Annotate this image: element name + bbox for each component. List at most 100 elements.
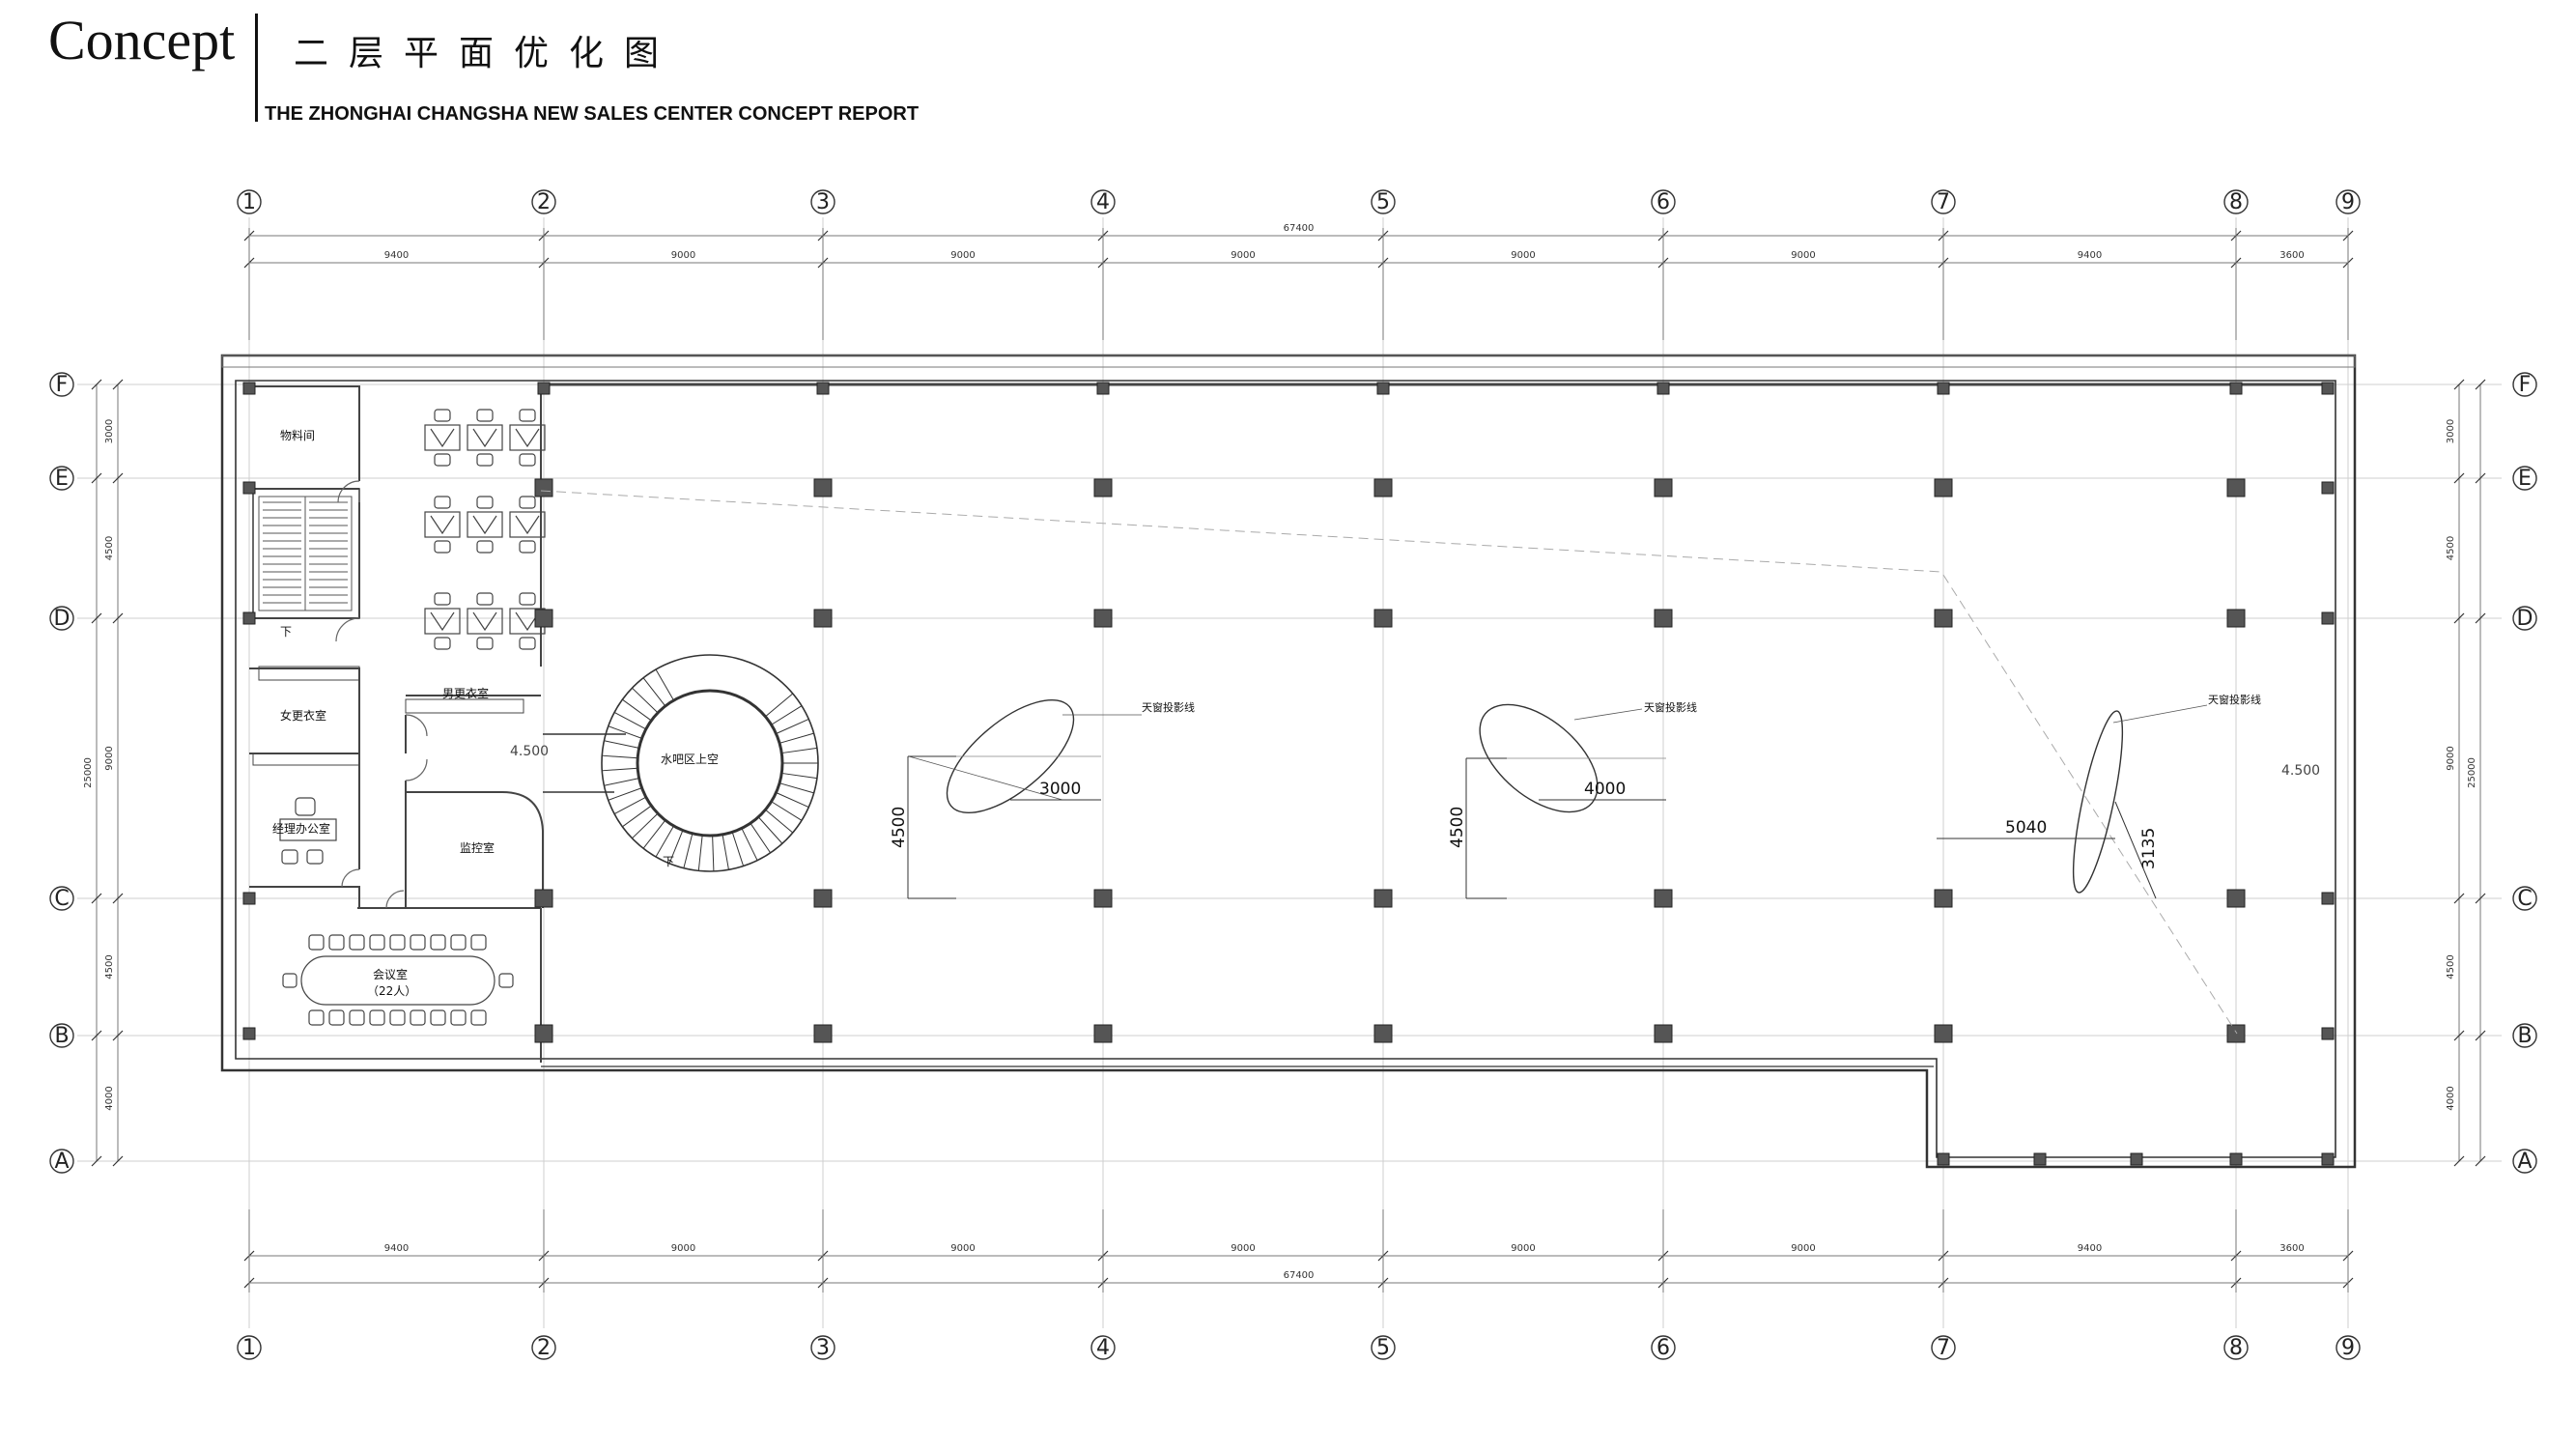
column-axis-bubble <box>2335 189 2361 214</box>
column-axis-bubble <box>1931 1335 1956 1360</box>
row-axis-label: A <box>54 1150 69 1174</box>
total-depth-dim: 25000 <box>2467 757 2477 788</box>
column-axis-bubble <box>1651 189 1676 214</box>
column-axis-label: 8 <box>2229 190 2243 214</box>
column-axis-label: 3 <box>816 190 830 214</box>
page-title: 二层平面优化图 <box>294 34 680 73</box>
column <box>242 611 256 625</box>
row-span-dim: 9000 <box>104 746 115 770</box>
manager-desk <box>279 797 337 865</box>
column <box>242 1027 256 1040</box>
column <box>2229 1152 2243 1166</box>
column <box>2130 1152 2143 1166</box>
column <box>1934 609 1953 628</box>
row-axis-label: D <box>2517 607 2534 631</box>
column <box>813 889 833 908</box>
row-span-dim: 4500 <box>2446 536 2456 560</box>
column <box>1093 1024 1113 1043</box>
column-axis-bubble <box>810 189 835 214</box>
column <box>1093 889 1113 908</box>
building-outline <box>220 354 2357 1169</box>
room-label-female-locker: 女更衣室 <box>280 708 326 723</box>
column-axis-label: 2 <box>537 190 551 214</box>
column-axis-label: 1 <box>242 190 256 214</box>
room-label-bar-void: 水吧区上空 <box>661 753 719 766</box>
column-span-dim: 9000 <box>671 1243 695 1254</box>
column <box>2226 1024 2246 1043</box>
column-axis-label: 5 <box>1376 1336 1390 1360</box>
room-label-material: 物料间 <box>280 429 315 442</box>
column <box>1654 889 1673 908</box>
column-axis-bubble <box>237 189 262 214</box>
row-axis-bubble <box>49 886 74 911</box>
column-span-dim: 9000 <box>1231 250 1255 261</box>
office-workstations <box>424 409 546 650</box>
row-axis-bubble <box>2512 606 2537 631</box>
room-label-meeting: 会议室 <box>373 967 408 981</box>
skylight-2-width: 4000 <box>1584 780 1626 799</box>
row-axis-bubble <box>2512 372 2537 397</box>
column-axis-bubble <box>1090 1335 1116 1360</box>
skylight-2-height: 4500 <box>1448 807 1467 848</box>
row-axis-label: E <box>55 467 69 491</box>
column <box>2033 1152 2047 1166</box>
column <box>1373 1024 1393 1043</box>
column <box>534 889 553 908</box>
column-axis-label: 7 <box>1937 190 1950 214</box>
column <box>242 382 256 395</box>
service-zone-walls <box>249 385 544 1063</box>
column <box>1096 382 1110 395</box>
column <box>2226 478 2246 497</box>
row-axis-bubble <box>49 1149 74 1174</box>
column <box>2321 481 2335 495</box>
row-axis-bubble <box>49 1023 74 1048</box>
row-axis-label: B <box>54 1024 69 1048</box>
column <box>2321 1152 2335 1166</box>
column-axis-bubble <box>1371 189 1396 214</box>
row-span-dim: 9000 <box>2446 746 2456 770</box>
stair-treads <box>258 496 353 611</box>
row-axis-label: E <box>2518 467 2532 491</box>
column <box>1373 889 1393 908</box>
column <box>1376 382 1390 395</box>
column-axis-label: 2 <box>537 1336 551 1360</box>
skylight-2-label: 天窗投影线 <box>1644 700 1697 714</box>
meeting-table <box>282 934 514 1026</box>
column-axis-label: 8 <box>2229 1336 2243 1360</box>
column-axis-label: 9 <box>2341 1336 2355 1360</box>
column-span-dim: 3600 <box>2279 1243 2304 1254</box>
skylight-3-height: 3135 <box>2139 828 2159 869</box>
column-axis-label: 4 <box>1096 190 1110 214</box>
room-label-manager-office: 经理办公室 <box>272 821 330 836</box>
brand-title: Concept <box>48 9 236 71</box>
column <box>534 478 553 497</box>
row-axis-bubble <box>49 372 74 397</box>
column <box>1373 478 1393 497</box>
row-axis-bubble <box>49 606 74 631</box>
structural-columns <box>242 382 2335 1166</box>
column-axis-bubble <box>2335 1335 2361 1360</box>
column-axis-label: 6 <box>1656 1336 1670 1360</box>
column-axis-label: 3 <box>816 1336 830 1360</box>
column-span-dim: 9000 <box>1231 1243 1255 1254</box>
dimension-lines <box>91 228 2486 1293</box>
column <box>2229 382 2243 395</box>
skylight-1-height: 4500 <box>890 807 909 848</box>
row-axis-label: C <box>2517 887 2532 911</box>
column-axis-label: 9 <box>2341 190 2355 214</box>
column <box>537 382 551 395</box>
column <box>2321 892 2335 905</box>
column-span-dim: 9400 <box>384 1243 409 1254</box>
column <box>2321 1027 2335 1040</box>
row-axis-label: F <box>56 373 69 397</box>
column <box>2226 889 2246 908</box>
column <box>1093 478 1113 497</box>
row-axis-label: F <box>2519 373 2532 397</box>
skylight-2 <box>1465 703 1666 899</box>
column-axis-bubble <box>1371 1335 1396 1360</box>
row-span-dim: 4500 <box>2446 954 2456 979</box>
row-span-dim: 4000 <box>2446 1086 2456 1110</box>
skylight-1-label: 天窗投影线 <box>1142 700 1195 714</box>
